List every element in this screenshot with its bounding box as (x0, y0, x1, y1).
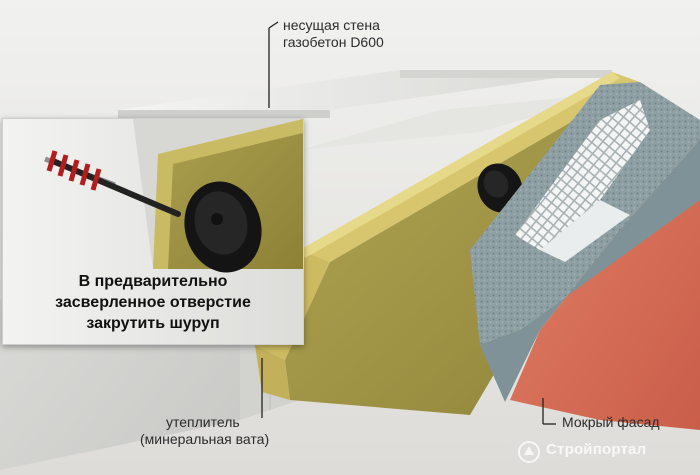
wall-label-line2: газобетон D600 (283, 34, 384, 50)
screw (44, 150, 181, 217)
wall-label-line1: несущая стена (283, 17, 380, 33)
callout-line2: засверленное отверстие (55, 294, 251, 311)
watermark-logo-icon (518, 441, 540, 463)
watermark: Стройпортал (516, 437, 696, 473)
callout-inset: В предварительно засверленное отверстие … (2, 118, 304, 345)
callout-line3: закрутить шуруп (86, 315, 220, 332)
callout-text: В предварительно засверленное отверстие … (3, 271, 303, 334)
callout-line1: В предварительно (78, 273, 228, 290)
insulation-label-line2: (минеральная вата) (140, 431, 270, 447)
reinforcing-mesh (515, 100, 650, 262)
screw-closeup (3, 119, 303, 344)
insulation-label: утеплитель (минеральная вата) (140, 414, 269, 448)
decorative-render (480, 140, 700, 430)
facade-label: Мокрый фасад (562, 414, 660, 430)
dowel-head (184, 181, 262, 273)
wall-label: несущая стена газобетон D600 (283, 17, 384, 51)
watermark-text: Стройпортал (546, 441, 647, 458)
insulation-label-line1: утеплитель (166, 414, 240, 430)
leader-lines (261, 21, 556, 425)
